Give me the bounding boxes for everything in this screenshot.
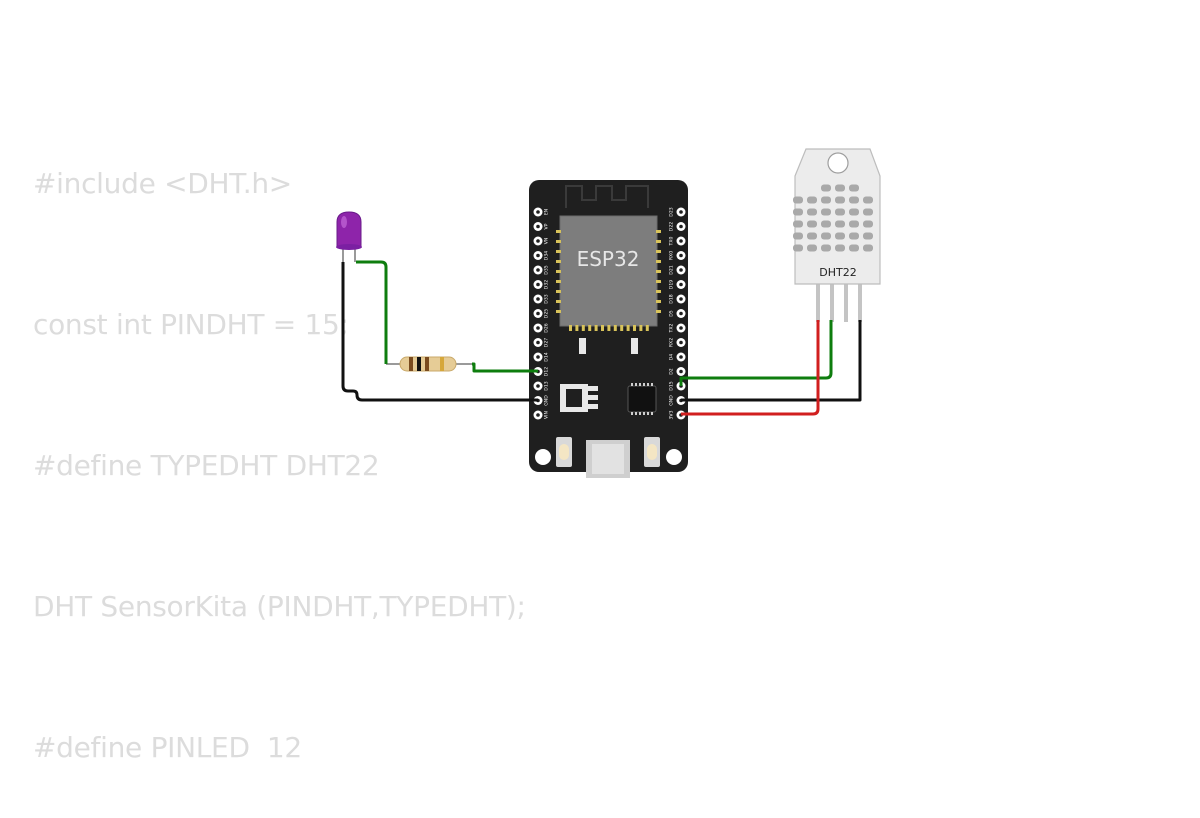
wire-dht-vcc-to-3v3 (681, 320, 820, 416)
pin-label: VN (544, 238, 550, 245)
pin-label: D12 (544, 367, 550, 376)
smd-part (631, 338, 638, 354)
usb-chip (627, 383, 657, 415)
reset-button[interactable] (644, 437, 660, 467)
pin-label: D13 (544, 381, 550, 390)
voltage-regulator (560, 384, 598, 412)
wire-led-to-resistor (356, 260, 388, 364)
boot-button[interactable] (556, 437, 572, 467)
smd-part (579, 338, 586, 354)
pin-label: D32 (544, 280, 550, 289)
micro-usb-port[interactable] (586, 440, 630, 478)
mounting-hole (666, 449, 682, 465)
sensor-pin (844, 284, 848, 322)
pin-label: TX0 (669, 236, 675, 246)
mounting-hole (827, 152, 849, 174)
module-pads (556, 230, 661, 331)
wire-dht-data-to-d15 (679, 320, 833, 386)
code-line-5: #define PINLED 12 (33, 731, 302, 764)
mounting-hole (535, 449, 551, 465)
pin-label: GND (669, 395, 675, 406)
code-line-4: DHT SensorKita (PINDHT,TYPEDHT); (33, 590, 526, 623)
pin-label: D2 (669, 368, 675, 375)
pin-label: VP (544, 223, 550, 229)
pin-label: RX0 (669, 251, 675, 260)
chip-label: ESP32 (577, 247, 640, 271)
pin-label: D19 (669, 280, 675, 289)
sensor-label: DHT22 (819, 266, 856, 279)
sensor-pin (830, 284, 834, 322)
pin-label: EN (544, 209, 550, 215)
resistor[interactable] (386, 356, 472, 372)
pin-label: D33 (544, 294, 550, 303)
sensor-grille (793, 184, 873, 252)
wire-resistor-to-d12 (472, 362, 538, 373)
code-line-2: const int PINDHT = 15; (33, 308, 349, 341)
code-line-3: #define TYPEDHT DHT22 (33, 449, 380, 482)
pin-label: D21 (669, 265, 675, 274)
pin-label: D15 (669, 381, 675, 390)
sensor-pin (858, 284, 862, 322)
pin-label: D34 (544, 251, 550, 260)
pin-label: D4 (669, 354, 675, 361)
sensor-pin (816, 284, 820, 322)
pin-label: D35 (544, 265, 550, 274)
wires (341, 260, 862, 416)
pin-label: D26 (544, 323, 550, 332)
wifi-antenna (565, 185, 649, 208)
pin-label: D25 (544, 309, 550, 318)
dht22-sensor[interactable]: DHT22 (793, 148, 881, 322)
pin-label: D18 (669, 294, 675, 303)
pin-label: 3V3 (669, 410, 675, 419)
pin-label: D5 (669, 310, 675, 317)
pin-label: D23 (669, 207, 675, 216)
pin-label: VIN (544, 411, 550, 419)
led[interactable] (336, 211, 362, 262)
pin-label: D22 (669, 222, 675, 231)
esp32-module (559, 215, 658, 327)
pin-label: RX2 (669, 338, 675, 347)
pin-label: TX2 (669, 323, 675, 333)
pin-label: D14 (544, 352, 550, 361)
wire-led-to-gnd (341, 262, 538, 402)
pin-label: D27 (544, 338, 550, 347)
code-line-1: #include <DHT.h> (33, 167, 292, 200)
wire-dht-gnd (681, 320, 862, 402)
pin-label: GND (544, 395, 550, 406)
